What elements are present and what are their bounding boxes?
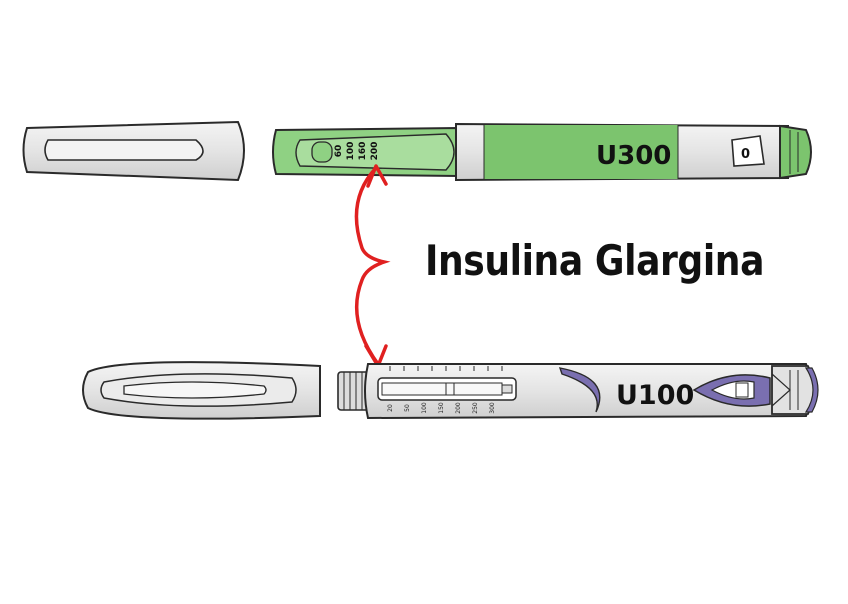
u300-label: U300 <box>596 141 671 171</box>
u100-scale-label: 50 <box>404 404 411 412</box>
u100-cartridge-window <box>377 377 517 401</box>
comparison-arrow <box>354 164 391 368</box>
u100-scale-label: 100 <box>421 402 428 414</box>
u300-dose-window: 0 <box>731 135 765 167</box>
arrow-head-up <box>366 164 388 188</box>
u300-dose-dial <box>779 124 812 180</box>
u300-green-band <box>484 125 678 179</box>
u100-label: U100 <box>616 380 694 411</box>
u300-scale-label: 200 <box>370 142 380 161</box>
u100-dose-dial <box>771 365 815 415</box>
u100-pen: 20 50 100 150 200 250 300 U100 <box>82 361 819 420</box>
u300-pen-body: U300 0 <box>455 122 812 182</box>
u300-scale-label: 60 <box>334 145 344 158</box>
diagram-title: Insulina Glargina <box>425 236 765 285</box>
u100-scale-labels: 20 50 100 150 200 250 300 <box>387 402 496 414</box>
u300-dose-value: 0 <box>741 147 750 162</box>
u100-scale-label: 150 <box>438 402 445 414</box>
u100-scale-label: 20 <box>387 404 394 412</box>
u100-purple-swoosh <box>558 367 601 413</box>
u100-dose-window <box>692 374 771 407</box>
u300-scale-label: 100 <box>346 142 356 161</box>
u100-pen-cap <box>82 361 321 420</box>
u100-scale-label: 300 <box>489 402 496 414</box>
u100-scale-label: 200 <box>455 402 462 414</box>
u300-pen-cap <box>22 120 245 182</box>
u100-pen-body: 20 50 100 150 200 250 300 U100 <box>364 363 819 420</box>
u100-scale-label: 250 <box>472 402 479 414</box>
u300-scale-label: 160 <box>358 142 368 161</box>
